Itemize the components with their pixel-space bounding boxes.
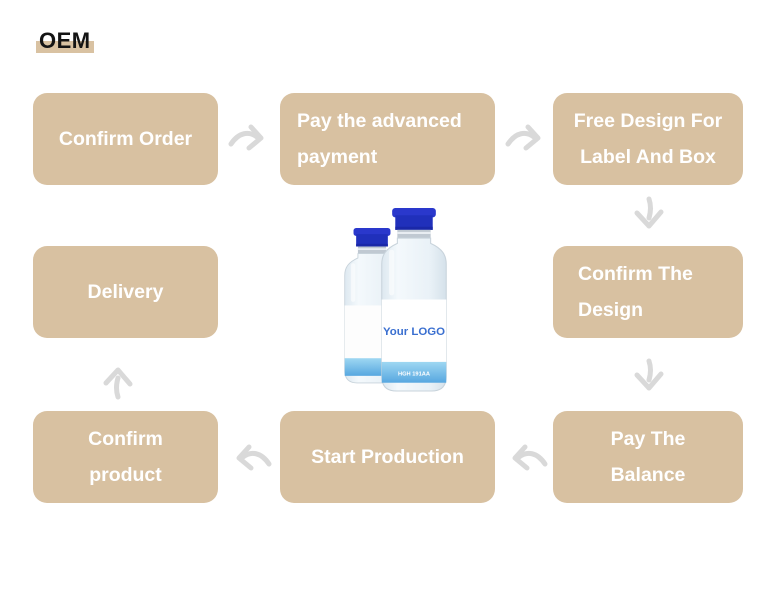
step-free-design: Free Design For Label And Box: [553, 93, 743, 185]
step-start-production: Start Production: [280, 411, 495, 503]
product-logo-text: Your LOGO: [383, 326, 445, 338]
arrow-right-icon-1: [227, 122, 273, 158]
step-pay-balance: Pay The Balance: [553, 411, 743, 503]
step-label: Confirm Order: [58, 128, 193, 150]
step-label: Delivery: [87, 281, 164, 303]
step-label: Pay The Balance: [610, 428, 686, 486]
step-delivery: Delivery: [33, 246, 218, 338]
step-label: Confirm The Design: [578, 263, 693, 321]
arrow-up-icon: [100, 356, 136, 402]
step-confirm-order: Confirm Order: [33, 93, 218, 185]
arrow-down-icon-2: [631, 356, 667, 402]
step-label: Pay the advanced payment: [297, 110, 462, 168]
arrow-left-icon-1: [503, 442, 549, 478]
step-pay-advanced-payment: Pay the advanced payment: [280, 93, 495, 185]
step-confirm-design: Confirm The Design: [553, 246, 743, 338]
arrow-right-icon-2: [504, 122, 550, 158]
arrow-down-icon-1: [631, 194, 667, 240]
page-title: OEM: [36, 28, 94, 54]
step-label: Start Production: [311, 446, 464, 468]
page-title-text: OEM: [36, 28, 94, 53]
step-label: Free Design For Label And Box: [573, 110, 723, 168]
product-band-text: HGH 191AA: [398, 371, 430, 377]
vial-front: Your LOGO HGH 191AA: [381, 208, 447, 392]
product-image: Your LOGO HGH 191AA: [328, 202, 462, 403]
step-confirm-product: Confirm product: [33, 411, 218, 503]
step-label: Confirm product: [88, 428, 163, 486]
arrow-left-icon-2: [227, 442, 273, 478]
